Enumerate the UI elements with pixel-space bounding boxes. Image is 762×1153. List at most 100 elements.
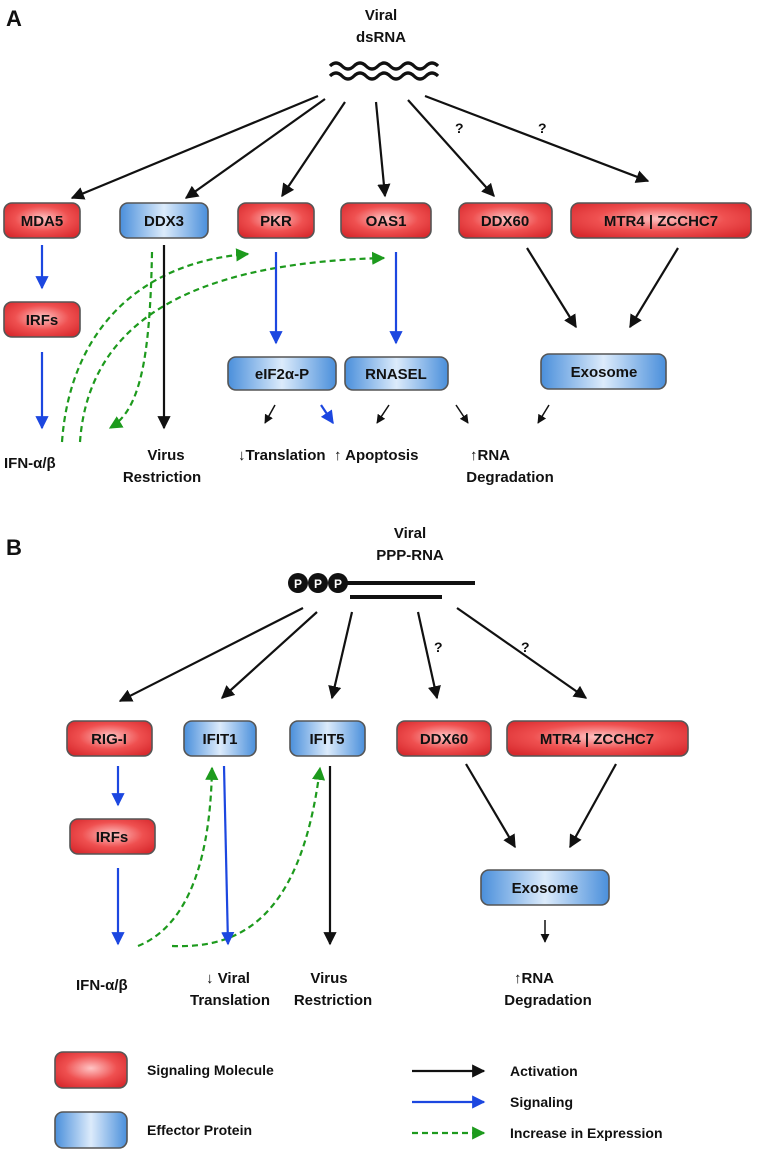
virus-restriction-b-line1: Virus	[310, 970, 347, 987]
node-ddx3: DDX3	[119, 202, 209, 239]
node-ddx60-a-label: DDX60	[481, 213, 529, 230]
arrow-ppp-to-ddx60	[416, 611, 441, 700]
panel-a-source-line1: Viral	[365, 7, 397, 24]
arrow-dsrna-to-ddx3	[184, 98, 326, 199]
node-pkr: PKR	[237, 202, 315, 239]
node-ifit1-label: IFIT1	[202, 731, 237, 748]
panel-a-source-line2: dsRNA	[356, 29, 406, 46]
legend-effector-protein: Effector Protein	[147, 1122, 252, 1138]
node-ifit1: IFIT1	[183, 720, 257, 757]
panel-b-source-line2: PPP-RNA	[376, 547, 444, 564]
node-mtr4-a: MTR4 | ZCCHC7	[570, 202, 752, 239]
node-pkr-label: PKR	[260, 213, 292, 230]
arrow-ppp-to-ifit5	[328, 611, 354, 700]
panel-a-letter: A	[6, 6, 22, 31]
panel-a: A Viral dsRNA ? ? MDA5 DDX3 PKR	[3, 6, 752, 486]
node-ifit5-label: IFIT5	[309, 731, 344, 748]
node-eif2a-label: eIF2α-P	[255, 366, 309, 383]
node-mda5-label: MDA5	[21, 213, 64, 230]
rna-degradation-a-line1: ↑RNA	[470, 447, 510, 464]
arrow-dsrna-to-ddx60	[407, 99, 495, 197]
node-rnasel-label: RNASEL	[365, 366, 427, 383]
node-ddx3-label: DDX3	[144, 213, 184, 230]
panel-b: B Viral PPP-RNA P P P ? ? RIG-I IFIT1	[6, 525, 689, 1009]
dsrna-wave-icon	[328, 61, 440, 81]
panel-b-source-line1: Viral	[394, 525, 426, 542]
viral-translation-line2: Translation	[190, 992, 270, 1009]
node-oas1-label: OAS1	[366, 213, 407, 230]
ppp-rna-icon: P P P	[288, 573, 475, 599]
node-mtr4-a-label: MTR4 | ZCCHC7	[604, 213, 718, 230]
legend: Signaling Molecule Effector Protein Acti…	[54, 1051, 663, 1149]
question-mark-ddx60-b: ?	[434, 639, 443, 655]
node-irfs-b: IRFs	[69, 818, 156, 855]
ifn-label-b: IFN-α/β	[76, 977, 128, 994]
virus-restriction-b-line2: Restriction	[294, 992, 372, 1009]
arrow-mtr4-to-exosome-a	[629, 247, 679, 329]
arrow-eif2a-to-translation	[264, 404, 276, 424]
arrow-dsrna-to-pkr	[281, 101, 346, 198]
arrow-ppp-to-ifit1	[221, 611, 318, 699]
expression-arrow-ifn-to-ifit5	[171, 766, 326, 948]
node-irfs-b-label: IRFs	[96, 829, 129, 846]
phosphate-1: P	[294, 577, 302, 591]
legend-signaling: Signaling	[510, 1094, 573, 1110]
apoptosis-label: ↑ Apoptosis	[334, 447, 418, 464]
node-mtr4-b: MTR4 | ZCCHC7	[506, 720, 689, 757]
node-mda5: MDA5	[3, 202, 81, 239]
expression-arrow-ifn-to-ifit1	[137, 766, 219, 948]
legend-swatch-signaling-molecule	[54, 1051, 128, 1089]
arrow-mtr4-to-exosome-b	[569, 763, 617, 849]
legend-swatch-effector-protein	[54, 1111, 128, 1149]
node-ifit5: IFIT5	[289, 720, 366, 757]
node-exosome-b-label: Exosome	[512, 880, 579, 897]
node-mtr4-b-label: MTR4 | ZCCHC7	[540, 731, 654, 748]
question-mark-mtr4-a: ?	[538, 120, 547, 136]
expression-arrow-ifn-to-pkr	[60, 248, 250, 443]
legend-signaling-molecule: Signaling Molecule	[147, 1062, 274, 1078]
rna-degradation-b-line2: Degradation	[504, 992, 592, 1009]
arrow-dsrna-to-oas1	[374, 101, 391, 198]
node-ddx60-b: DDX60	[396, 720, 492, 757]
viral-translation-line1: ↓ Viral	[206, 970, 250, 987]
arrow-ddx60-to-exosome-b	[465, 763, 516, 849]
phosphate-3: P	[334, 577, 342, 591]
translation-label-a: ↓Translation	[238, 447, 326, 464]
question-mark-mtr4-b: ?	[521, 639, 530, 655]
node-irfs-a-label: IRFs	[26, 312, 59, 329]
rna-degradation-b-line1: ↑RNA	[514, 970, 554, 987]
phosphate-2: P	[314, 577, 322, 591]
virus-restriction-a-line1: Virus	[147, 447, 184, 464]
question-mark-ddx60-a: ?	[455, 120, 464, 136]
arrow-rnasel-to-rna-degradation	[455, 404, 469, 424]
node-eif2a: eIF2α-P	[227, 356, 337, 391]
panel-b-letter: B	[6, 535, 22, 560]
legend-increase-expression: Increase in Expression	[510, 1125, 663, 1141]
node-exosome-a-label: Exosome	[571, 364, 638, 381]
arrow-dsrna-to-mda5	[70, 94, 319, 200]
arrow-rnasel-to-apoptosis	[376, 404, 390, 424]
node-ddx60-a: DDX60	[458, 202, 553, 239]
ifn-label-a: IFN-α/β	[4, 455, 56, 472]
legend-activation: Activation	[510, 1063, 578, 1079]
arrow-dsrna-to-mtr4	[424, 94, 650, 183]
expression-arrow-ifn-to-oas1	[78, 251, 386, 443]
arrow-exosome-to-rna-degradation-a	[537, 404, 550, 424]
node-rigi: RIG-I	[66, 720, 153, 757]
node-exosome-a: Exosome	[540, 353, 667, 390]
node-rnasel: RNASEL	[344, 356, 449, 391]
arrow-ifit1-to-viral-translation	[221, 765, 235, 946]
rna-degradation-a-line2: Degradation	[466, 469, 554, 486]
node-ddx60-b-label: DDX60	[420, 731, 468, 748]
virus-restriction-a-line2: Restriction	[123, 469, 201, 486]
arrow-ppp-to-mtr4	[456, 607, 588, 699]
node-irfs-a: IRFs	[3, 301, 81, 338]
node-oas1: OAS1	[340, 202, 432, 239]
arrow-ppp-to-rigi	[118, 607, 304, 702]
arrow-eif2a-to-apoptosis	[320, 404, 334, 425]
node-exosome-b: Exosome	[480, 869, 610, 906]
expression-arrow-ifn-to-ddx3	[108, 251, 154, 429]
arrow-ddx60-to-exosome-a	[526, 247, 577, 329]
node-rigi-label: RIG-I	[91, 731, 127, 748]
